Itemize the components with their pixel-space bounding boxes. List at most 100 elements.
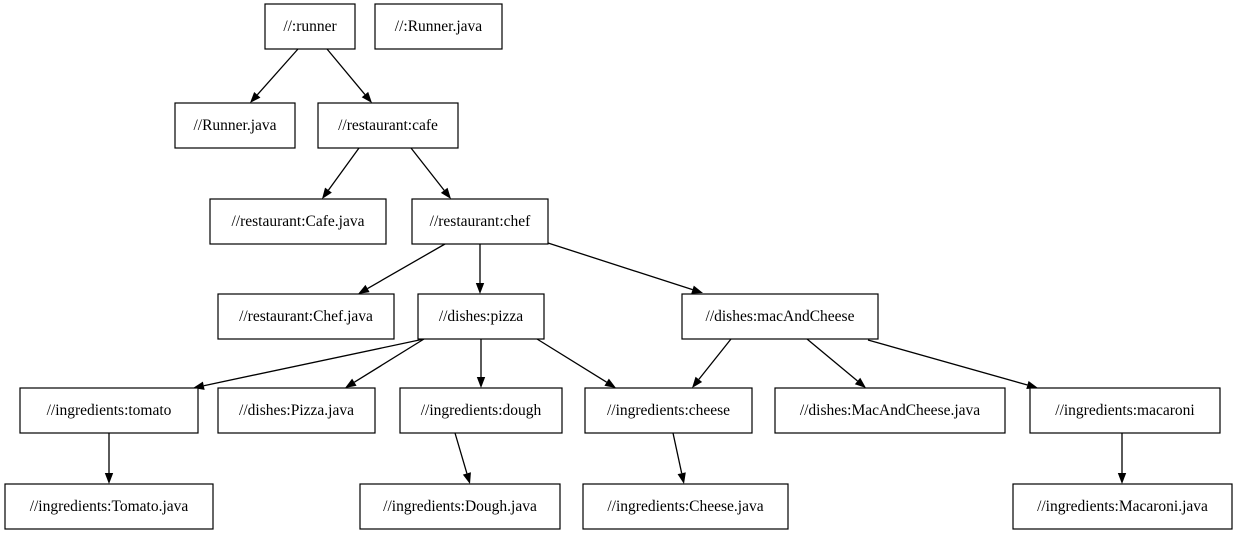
graph-node-ing_macaroni_java[interactable]: //ingredients:Macaroni.java (1012, 483, 1233, 530)
node-label: //restaurant:cafe (338, 117, 438, 134)
node-label: //ingredients:cheese (607, 402, 730, 419)
edge-line (806, 338, 858, 382)
edge-line (367, 243, 446, 290)
graph-node-ing_tomato_java[interactable]: //ingredients:Tomato.java (4, 483, 214, 530)
graph-edge (454, 432, 471, 484)
node-label: //dishes:MacAndCheese.java (800, 402, 980, 419)
edge-line (326, 48, 366, 95)
graph-node-restaurant_chef_java[interactable]: //restaurant:Chef.java (217, 293, 395, 340)
edge-layer (104, 48, 1127, 484)
node-box[interactable] (217, 293, 395, 340)
graph-edge (547, 242, 703, 294)
node-box[interactable] (209, 198, 387, 245)
node-box[interactable] (19, 387, 199, 434)
node-label: //:runner (283, 18, 337, 35)
edge-arrowhead-icon (440, 187, 451, 199)
graph-node-runner_java[interactable]: //Runner.java (174, 102, 296, 149)
node-box[interactable] (1029, 387, 1221, 434)
graph-node-restaurant_chef[interactable]: //restaurant:chef (411, 198, 549, 245)
edge-line (867, 339, 1028, 386)
graph-node-ing_dough[interactable]: //ingredients:dough (399, 387, 563, 434)
node-box[interactable] (774, 387, 1006, 434)
edge-arrowhead-icon (692, 376, 703, 388)
node-label: //restaurant:Chef.java (239, 308, 373, 325)
graph-node-ing_macaroni[interactable]: //ingredients:macaroni (1029, 387, 1221, 434)
graph-node-root_runner_java[interactable]: //:Runner.java (374, 3, 503, 50)
node-box[interactable] (4, 483, 214, 530)
edge-arrowhead-icon (250, 91, 261, 103)
graph-edge (476, 339, 486, 388)
graph-edge (410, 147, 451, 199)
graph-edge (867, 339, 1038, 390)
node-label: //ingredients:dough (421, 402, 542, 419)
graph-edge (326, 48, 372, 103)
node-box[interactable] (264, 3, 356, 50)
edge-line (410, 147, 445, 191)
graph-edge (692, 338, 732, 388)
graph-node-ing_cheese_java[interactable]: //ingredients:Cheese.java (582, 483, 789, 530)
node-label: //restaurant:chef (430, 213, 532, 230)
edge-line (536, 338, 607, 383)
node-box[interactable] (1012, 483, 1233, 530)
node-box[interactable] (584, 387, 753, 434)
graph-edge (322, 147, 360, 199)
graph-node-restaurant_cafe_java[interactable]: //restaurant:Cafe.java (209, 198, 387, 245)
graph-edge (104, 433, 114, 484)
node-box[interactable] (217, 387, 376, 434)
graph-edge (193, 338, 425, 390)
node-label: //dishes:pizza (439, 308, 523, 325)
graph-edge (806, 338, 866, 388)
graph-node-dishes_macandcheese[interactable]: //dishes:macAndCheese (681, 293, 879, 340)
node-label: //ingredients:Cheese.java (607, 498, 763, 515)
node-box[interactable] (417, 293, 545, 340)
graph-node-dishes_mac_java[interactable]: //dishes:MacAndCheese.java (774, 387, 1006, 434)
node-box[interactable] (174, 102, 296, 149)
graph-edge (672, 432, 686, 484)
node-label: //Runner.java (193, 117, 276, 134)
edge-line (256, 48, 299, 96)
edge-arrowhead-icon (462, 472, 471, 484)
edge-arrowhead-icon (604, 378, 616, 388)
node-label: //dishes:Pizza.java (239, 402, 354, 419)
edge-line (547, 242, 693, 291)
node-label: //ingredients:macaroni (1055, 402, 1195, 419)
edge-arrowhead-icon (345, 378, 357, 388)
graph-node-restaurant_cafe[interactable]: //restaurant:cafe (317, 102, 459, 149)
node-box[interactable] (359, 483, 561, 530)
edge-line (327, 147, 360, 191)
node-label: //:Runner.java (395, 18, 483, 35)
edge-arrowhead-icon (361, 91, 372, 103)
node-label: //dishes:macAndCheese (706, 308, 855, 325)
graph-node-ing_cheese[interactable]: //ingredients:cheese (584, 387, 753, 434)
node-box[interactable] (411, 198, 549, 245)
graph-edge (345, 338, 425, 388)
node-box[interactable] (317, 102, 459, 149)
graph-node-ing_dough_java[interactable]: //ingredients:Dough.java (359, 483, 561, 530)
node-box[interactable] (681, 293, 879, 340)
node-label: //ingredients:Dough.java (383, 498, 537, 515)
edge-arrowhead-icon (104, 473, 114, 484)
node-box[interactable] (374, 3, 503, 50)
edge-arrowhead-icon (358, 284, 370, 294)
graph-node-dishes_pizza[interactable]: //dishes:pizza (417, 293, 545, 340)
node-label: //ingredients:tomato (47, 402, 172, 419)
edge-line (698, 338, 732, 380)
node-box[interactable] (399, 387, 563, 434)
graph-node-ing_tomato[interactable]: //ingredients:tomato (19, 387, 199, 434)
edge-line (203, 338, 425, 387)
graph-node-dishes_pizza_java[interactable]: //dishes:Pizza.java (217, 387, 376, 434)
graph-edge (475, 244, 485, 294)
edge-arrowhead-icon (1117, 473, 1127, 484)
node-layer: //:runner //:Runner.java //Runner.java //re… (4, 3, 1233, 530)
node-label: //ingredients:Macaroni.java (1037, 498, 1208, 515)
edge-arrowhead-icon (677, 472, 686, 484)
edge-arrowhead-icon (476, 377, 486, 388)
edge-arrowhead-icon (1026, 380, 1038, 390)
graph-node-runner[interactable]: //:runner (264, 3, 356, 50)
edge-line (672, 432, 683, 474)
edge-line (354, 338, 425, 383)
edge-arrowhead-icon (691, 285, 703, 294)
node-box[interactable] (582, 483, 789, 530)
graph-edge (250, 48, 299, 103)
